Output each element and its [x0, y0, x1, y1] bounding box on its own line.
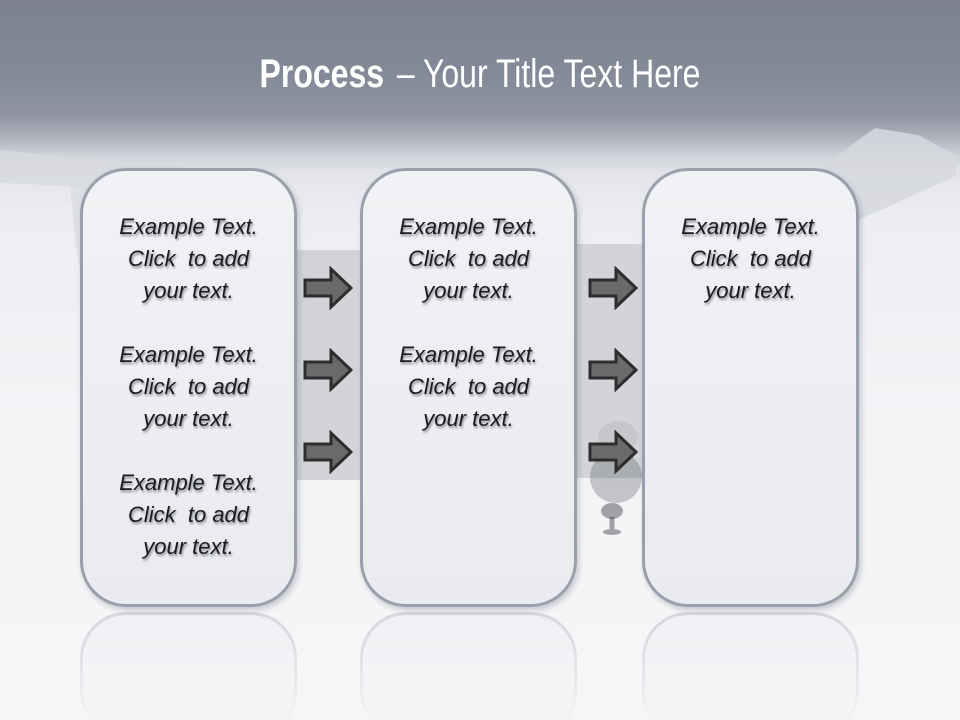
arrow-right-icon[interactable]: [303, 348, 353, 392]
arrow-right-icon[interactable]: [588, 348, 638, 392]
arrow-right-icon[interactable]: [303, 430, 353, 474]
text-block[interactable]: Example Text. Click to add your text.: [681, 214, 820, 303]
box-reflection: [80, 612, 297, 720]
text-block[interactable]: Example Text. Click to add your text.: [399, 214, 538, 303]
title-keyword: Process: [259, 52, 385, 96]
slide-title[interactable]: Process– Your Title Text Here: [96, 50, 864, 98]
text-block[interactable]: Example Text. Click to add your text.: [119, 342, 258, 431]
text-block[interactable]: Example Text. Click to add your text.: [119, 214, 258, 303]
arrow-right-icon[interactable]: [588, 430, 638, 474]
box-reflection: [360, 612, 577, 720]
arrow-right-icon[interactable]: [303, 266, 353, 310]
arrow-right-icon[interactable]: [588, 266, 638, 310]
text-block[interactable]: Example Text. Click to add your text.: [399, 342, 538, 431]
process-box-1[interactable]: Example Text. Click to add your text. Ex…: [80, 168, 297, 607]
process-box-2[interactable]: Example Text. Click to add your text. Ex…: [360, 168, 577, 607]
text-block[interactable]: Example Text. Click to add your text.: [119, 470, 258, 559]
title-placeholder-text: – Your Title Text Here: [396, 52, 701, 96]
process-box-3[interactable]: Example Text. Click to add your text.: [642, 168, 859, 607]
box-reflection: [642, 612, 859, 720]
